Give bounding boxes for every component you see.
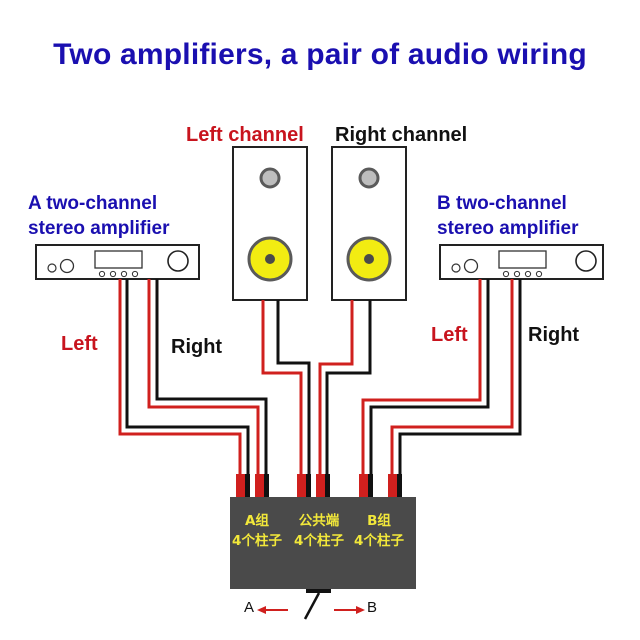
wire-amp-a-right-black bbox=[155, 279, 268, 480]
amplifier-b-volume-knob-icon bbox=[575, 250, 597, 272]
amplifier-a bbox=[35, 244, 200, 280]
amplifier-b-knob-icon bbox=[463, 258, 479, 274]
amplifier-b-label: B two-channel stereo amplifier bbox=[437, 191, 579, 241]
amplifier-a-small-knob-icon bbox=[47, 263, 57, 273]
switch-group-b-posts: 4个柱子 bbox=[354, 533, 404, 549]
wire-amp-a-left-black bbox=[125, 279, 250, 480]
wire-speaker-right-black bbox=[325, 300, 372, 480]
amplifier-b-right-wire-label: Right bbox=[528, 324, 580, 346]
connector-plug-amp-b-right bbox=[388, 474, 402, 497]
wire-amp-b-right-black bbox=[398, 279, 522, 480]
right-channel-label: Right channel bbox=[335, 124, 468, 146]
wire-speaker-left-red bbox=[261, 300, 303, 480]
left-channel-label: Left channel bbox=[186, 124, 304, 146]
speaker-left bbox=[232, 146, 308, 301]
connector-plug-speaker-right bbox=[316, 474, 330, 497]
speaker-right bbox=[331, 146, 407, 301]
amplifier-a-label: A two-channel stereo amplifier bbox=[28, 191, 170, 241]
switch-group-a-label: A组 4个柱子 bbox=[229, 511, 285, 551]
amplifier-b bbox=[439, 244, 604, 280]
amplifier-a-label-line1: A two-channel bbox=[28, 193, 158, 214]
connector-plug-amp-b-left bbox=[359, 474, 373, 497]
amplifier-b-button-icon bbox=[513, 270, 521, 278]
wire-amp-b-right-red bbox=[390, 279, 514, 480]
amplifier-a-right-wire-label: Right bbox=[171, 336, 223, 358]
arrow-right-icon bbox=[334, 606, 365, 614]
amplifier-a-display bbox=[94, 250, 143, 269]
switch-position-a-label: A bbox=[244, 599, 255, 616]
wire-amp-a-right-red bbox=[147, 279, 260, 480]
switch-common-posts: 4个柱子 bbox=[294, 533, 344, 549]
amplifier-a-volume-knob-icon bbox=[167, 250, 189, 272]
wire-speaker-right-red bbox=[318, 300, 354, 480]
switch-group-b-name: B组 bbox=[367, 513, 391, 529]
amplifier-b-display bbox=[498, 250, 547, 269]
switch-group-b-label: B组 4个柱子 bbox=[350, 511, 408, 551]
connector-plug-speaker-left bbox=[297, 474, 311, 497]
speaker-left-tweeter-icon bbox=[259, 167, 281, 189]
switch-box bbox=[230, 497, 416, 620]
switch-common-label: 公共端 4个柱子 bbox=[290, 511, 348, 551]
amplifier-b-label-line1: B two-channel bbox=[437, 193, 567, 214]
switch-common-name: 公共端 bbox=[298, 513, 340, 529]
arrow-left-icon bbox=[257, 606, 288, 614]
switch-group-a-name: A组 bbox=[245, 513, 269, 529]
connector-plug-amp-a-right bbox=[255, 474, 269, 497]
connector-plug-amp-a-left bbox=[236, 474, 250, 497]
amplifier-a-knob-icon bbox=[59, 258, 75, 274]
amplifier-a-button-icon bbox=[131, 270, 139, 278]
amplifier-a-label-line2: stereo amplifier bbox=[28, 218, 170, 239]
wire-amp-b-left-red bbox=[361, 279, 482, 480]
wire-speaker-left-black bbox=[276, 300, 311, 480]
wire-amp-a-left-red bbox=[118, 279, 242, 480]
speaker-right-dustcap-icon bbox=[364, 254, 374, 264]
speaker-left-dustcap-icon bbox=[265, 254, 275, 264]
speaker-right-tweeter-icon bbox=[358, 167, 380, 189]
wire-amp-b-left-black bbox=[369, 279, 490, 480]
switch-group-a-posts: 4个柱子 bbox=[232, 533, 282, 549]
amplifier-b-small-knob-icon bbox=[451, 263, 461, 273]
switch-position-b-label: B bbox=[367, 599, 378, 616]
amplifier-a-button-icon bbox=[109, 270, 117, 278]
amplifier-b-left-wire-label: Left bbox=[431, 324, 468, 346]
amplifier-b-button-icon bbox=[524, 270, 532, 278]
switch-lever-icon bbox=[303, 592, 321, 620]
amplifier-a-button-icon bbox=[120, 270, 128, 278]
amplifier-b-label-line2: stereo amplifier bbox=[437, 218, 579, 239]
switch-box-body bbox=[230, 497, 416, 589]
amplifier-a-left-wire-label: Left bbox=[61, 333, 98, 355]
page-title: Two amplifiers, a pair of audio wiring bbox=[53, 38, 587, 71]
wires bbox=[118, 279, 522, 497]
switch-lever-base bbox=[306, 589, 331, 593]
amplifier-a-button-icon bbox=[98, 270, 106, 278]
amplifier-b-button-icon bbox=[502, 270, 510, 278]
amplifier-b-button-icon bbox=[535, 270, 543, 278]
